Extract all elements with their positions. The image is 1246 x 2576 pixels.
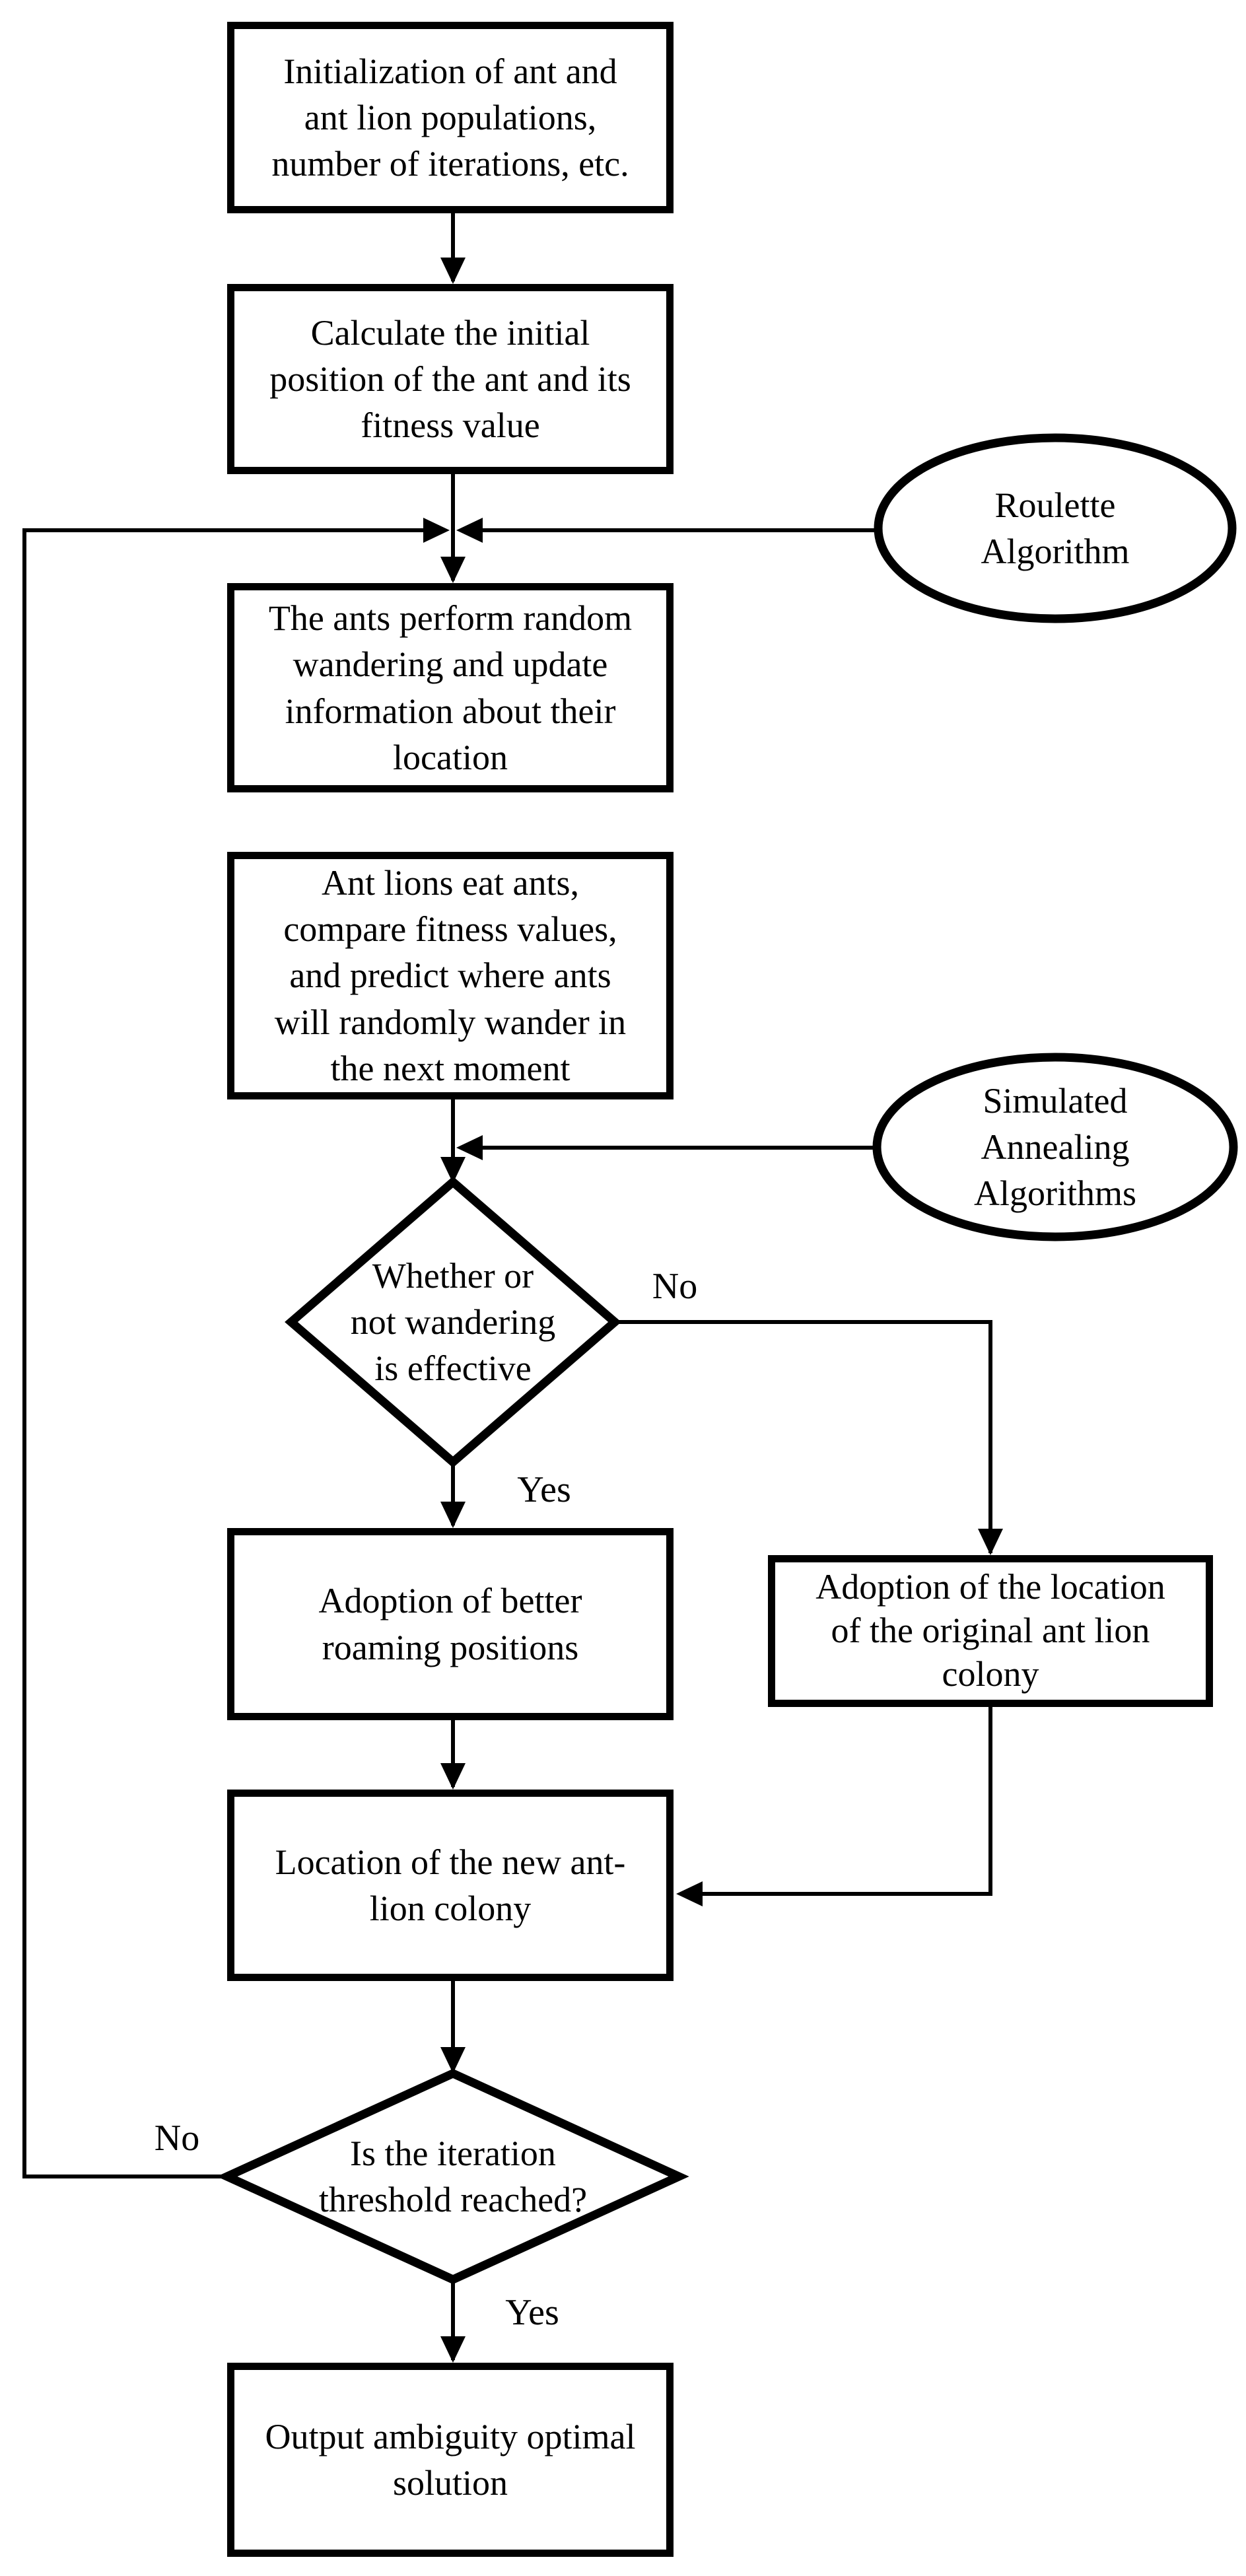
node-calculate-initial-position: Calculate the initial position of the an…: [227, 284, 674, 474]
decision-wandering-diamond-shape: [285, 1176, 621, 1468]
simulated-annealing-ellipse-shape: [872, 1053, 1238, 1241]
node-ant-lions-eat-ants: Ant lions eat ants, compare fitness valu…: [227, 852, 674, 1099]
node-new-antlion-colony: Location of the new ant- lion colony: [227, 1790, 674, 1981]
node-output-solution: Output ambiguity optimal solution: [227, 2363, 674, 2557]
roulette-algorithm-ellipse-shape: [874, 433, 1237, 623]
edge-label-wander-no: No: [652, 1266, 698, 1307]
node-random-wandering: The ants perform random wandering and up…: [227, 583, 674, 792]
arrowheads: [423, 258, 1003, 2363]
edge-label-wander-yes: Yes: [517, 1469, 571, 1510]
edge-label-iteration-yes: Yes: [505, 2292, 559, 2333]
decision-and-ellipse-shapes: [217, 433, 1238, 2285]
connector-lines: [22, 213, 992, 2360]
decision-iteration-diamond-shape: [217, 2068, 689, 2285]
node-initialization: Initialization of ant and ant lion popul…: [227, 22, 674, 213]
node-adopt-original-colony: Adoption of the location of the original…: [768, 1555, 1213, 1707]
node-adopt-better-roaming: Adoption of better roaming positions: [227, 1528, 674, 1720]
edge-label-iteration-no: No: [154, 2118, 200, 2159]
